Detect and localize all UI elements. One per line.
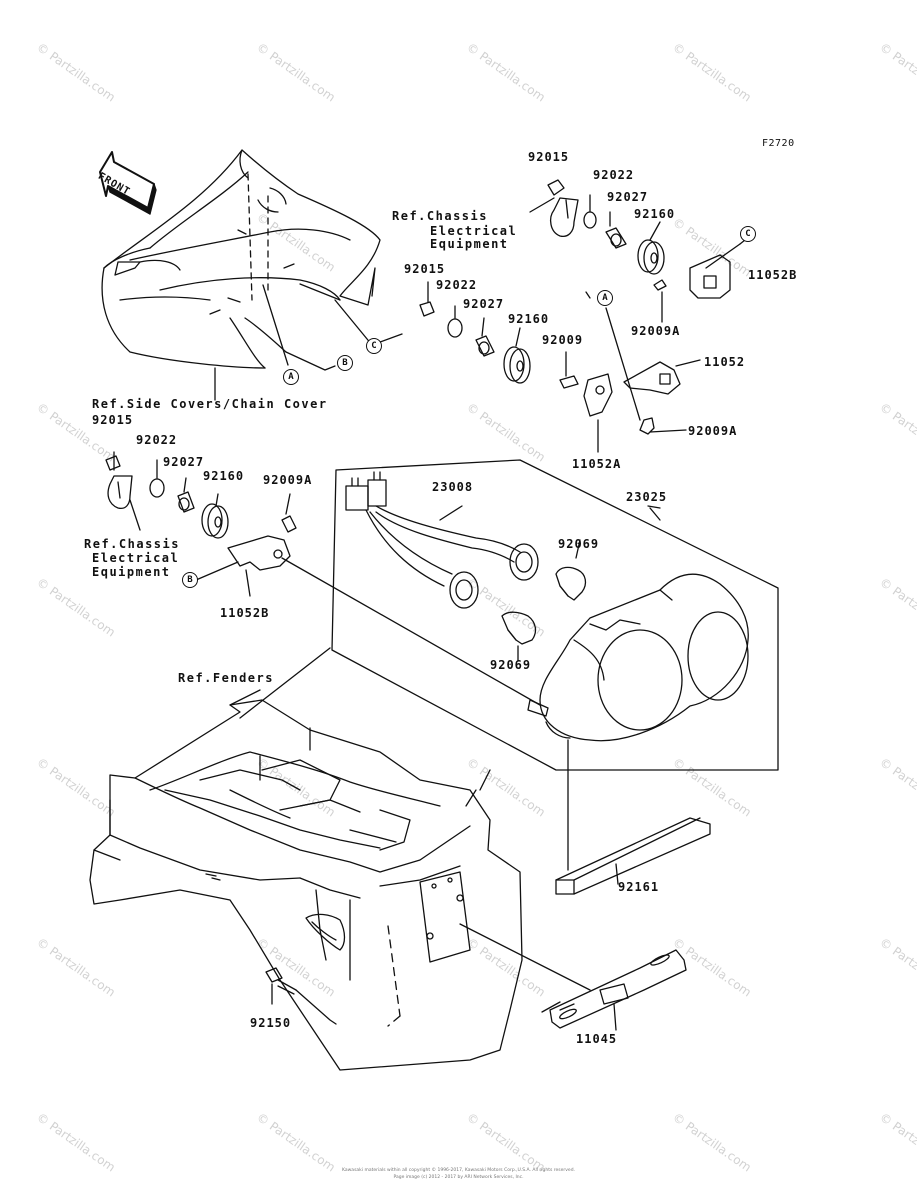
part-label-23025: 23025 [626,490,668,504]
ref-chassis-left-line3: Equipment [92,565,171,579]
copyright-line-1: Kawasaki materials within all copyright … [342,1168,575,1173]
part-label-92027: 92027 [463,297,505,311]
left-bracket-assembly [105,451,541,706]
tail-light-unit [527,505,749,871]
front-arrow-icon [99,151,157,215]
part-label-11052B: 11052B [220,606,270,620]
part-label-92160: 92160 [203,469,245,483]
ref-side-covers: Ref.Side Covers/Chain Cover [92,397,328,411]
callout-c: C [740,226,756,242]
callout-a: A [283,369,299,385]
ref-chassis-left-line1: Ref.Chassis [84,537,180,551]
part-label-92027: 92027 [607,190,649,204]
part-label-92160: 92160 [634,207,676,221]
part-label-92022: 92022 [136,433,178,447]
part-label-92069: 92069 [490,658,532,672]
license-plate-bracket [459,923,687,1031]
ref-chassis-left-line2: Electrical [92,551,180,565]
callout-b: B [182,572,198,588]
part-label-92009A: 92009A [263,473,313,487]
part-label-92022: 92022 [436,278,478,292]
copyright-line-2: Page image (c) 2012 - 2017 by ARI Networ… [393,1175,524,1180]
ref-fenders: Ref.Fenders [178,671,274,685]
callout-c: C [366,338,382,354]
callout-b: B [337,355,353,371]
part-label-11052: 11052 [704,355,746,369]
screw-92150 [265,967,337,1025]
part-label-23008: 23008 [432,480,474,494]
part-label-92161: 92161 [618,880,660,894]
part-label-92015: 92015 [404,262,446,276]
wire-harness [345,471,539,609]
part-label-11052B: 11052B [748,268,798,282]
part-label-92009A: 92009A [688,424,738,438]
middle-bracket-assembly [419,281,701,453]
part-label-92160: 92160 [508,312,550,326]
rear-fender [89,647,523,1071]
part-label-92009: 92009 [542,333,584,347]
part-label-92069: 92069 [558,537,600,551]
tail-cowl-drawing [101,149,403,401]
part-label-92027: 92027 [163,455,205,469]
tail-light-box [331,459,779,771]
part-label-11052A: 11052A [572,457,622,471]
part-label-92022: 92022 [593,168,635,182]
callout-a: A [597,290,613,306]
bulb-icons [501,539,587,661]
part-label-92150: 92150 [250,1016,292,1030]
mounting-strap [555,817,711,895]
part-label-92009A: 92009A [631,324,681,338]
part-label-11045: 11045 [576,1032,618,1046]
upper-bracket-assembly [529,179,746,323]
ref-chassis-top-line1: Ref.Chassis [392,209,488,223]
ref-chassis-top-line2: Electrical [430,224,518,238]
part-label-92015: 92015 [528,150,570,164]
part-label-92015: 92015 [92,413,134,427]
figure-code: F2720 [762,138,795,149]
ref-chassis-top-line3: Equipment [430,237,509,251]
